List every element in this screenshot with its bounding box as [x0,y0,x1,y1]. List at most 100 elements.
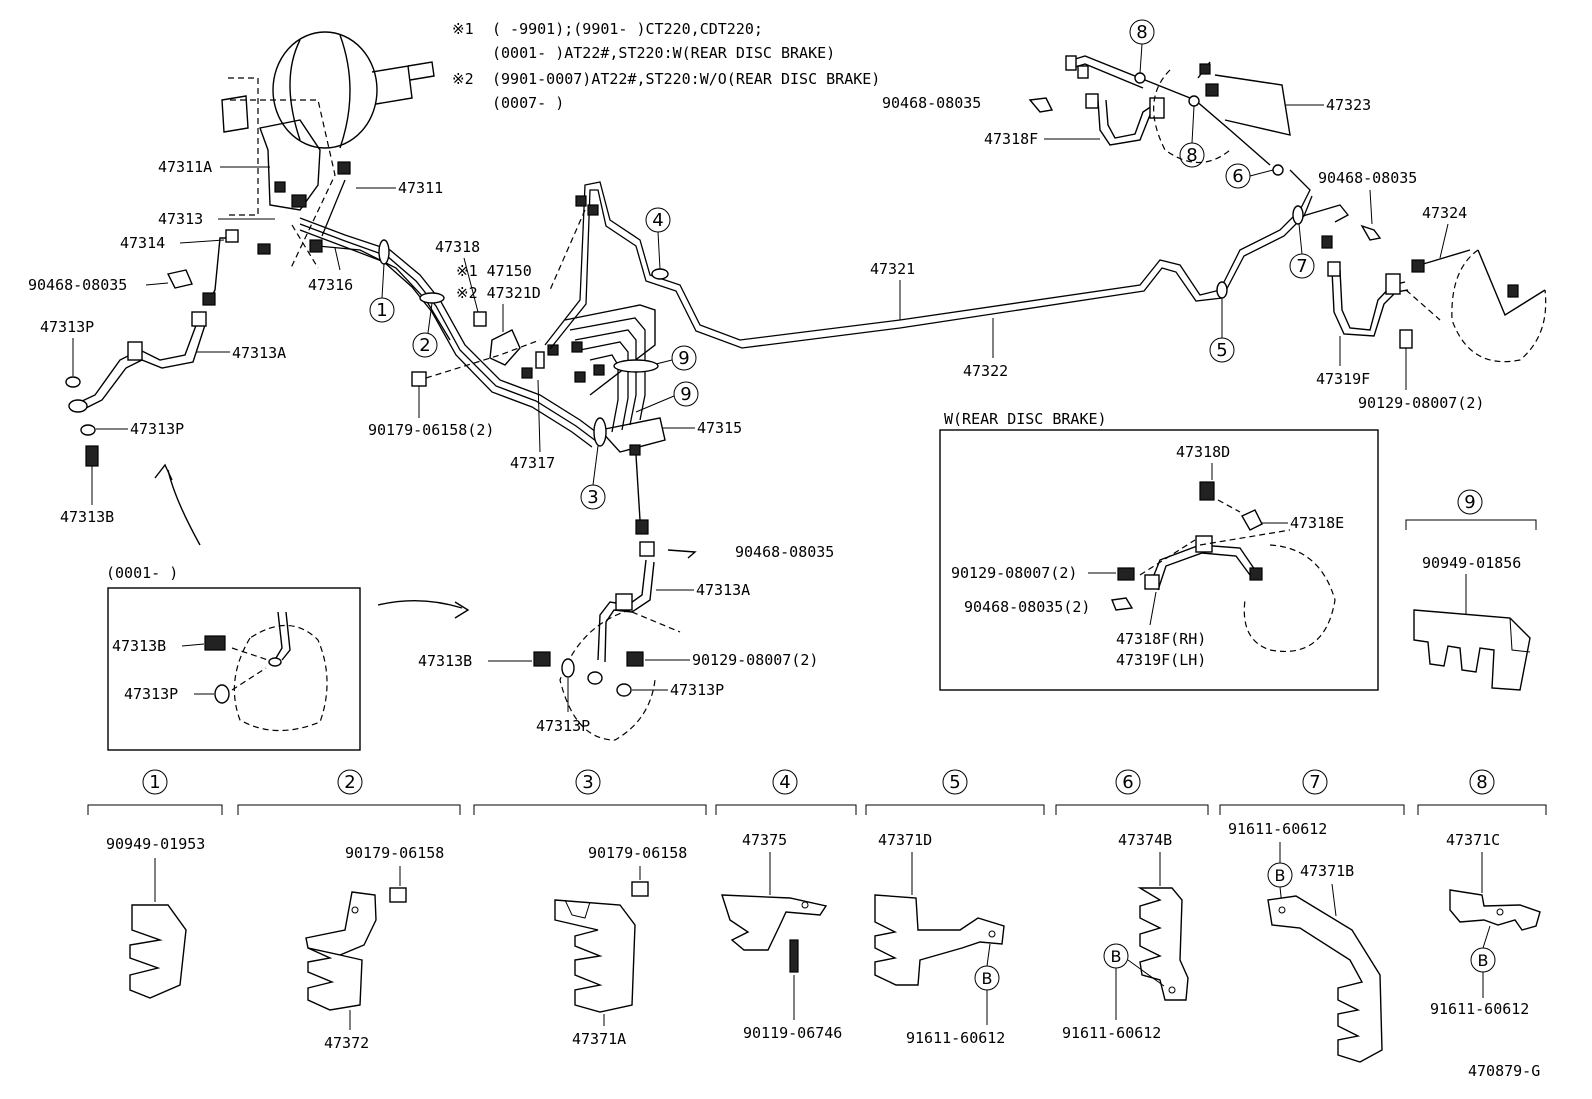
label-47313: 47313 [158,210,203,228]
label-47313P-b: 47313P [130,420,184,438]
clamp-3-part: 47371A [572,1030,626,1048]
part-labels: 47311A 47311 47313 47314 90468-08035 473… [28,94,1484,735]
label-47319F: 47319F [1316,370,1370,388]
label-47324: 47324 [1422,204,1467,222]
label-90129-08007-mid: 90129-08007(2) [692,651,818,669]
svg-text:8: 8 [1186,145,1197,166]
clamp-1-part: 90949-01953 [106,835,205,853]
clamp-2: 2 90179-06158 47372 [237,769,461,1052]
clamp-4-bolt: 90119-06746 [743,1024,842,1042]
svg-text:9: 9 [680,384,691,405]
svg-text:3: 3 [587,487,598,508]
label-90468-08035-inset: 90468-08035(2) [964,598,1090,616]
label-47313P-d: 47313P [536,717,590,735]
label-47316: 47316 [308,276,353,294]
callout-8-top: 8 [1129,19,1155,74]
label-47317: 47317 [510,454,555,472]
label-47313B-b: 47313B [418,652,472,670]
svg-text:7: 7 [1296,256,1307,277]
label-90179-06158-a: 90179-06158(2) [368,421,494,439]
label-47318: 47318 [435,238,480,256]
svg-text:7: 7 [1309,772,1320,793]
svg-text:4: 4 [652,210,663,231]
svg-text:2: 2 [419,335,430,356]
small-parts [154,269,470,619]
callout-9-lower: 9 [635,381,699,413]
inset-right-title: W(REAR DISC BRAKE) [944,410,1107,428]
clamp-4-part: 47375 [742,831,787,849]
svg-text:9: 9 [678,348,689,369]
inset-left-frame [107,587,361,751]
clamp-6-part: 47374B [1118,831,1172,849]
label-47313P-a: 47313P [40,318,94,336]
svg-text:5: 5 [949,772,960,793]
svg-text:1: 1 [149,772,160,793]
note-2-line-2: (0007- ) [492,94,564,112]
label-47313P-c: 47313P [670,681,724,699]
svg-text:9: 9 [1464,492,1475,513]
label-47321D: ※2 47321D [456,284,541,302]
svg-text:2: 2 [344,772,355,793]
label-47323: 47323 [1326,96,1371,114]
label-47311A: 47311A [158,158,212,176]
label-47318F: 47318F [984,130,1038,148]
callout-6: 6 [1225,163,1274,189]
label-47322: 47322 [963,362,1008,380]
label-47313P-inset: 47313P [124,685,178,703]
clamp-1: 1 90949-01953 [87,769,223,999]
label-47313A-a: 47313A [232,344,286,362]
main-callouts: 1 2 3 4 5 6 7 [369,19,1315,510]
note-1-marker: ※1 [452,20,474,38]
notes: ※1 ( -9901);(9901- )CT220,CDT220; (0001-… [452,20,880,112]
brake-booster [221,31,435,271]
label-90468-08035-top: 90468-08035 [882,94,981,112]
callout-8-lower: 8 [1179,105,1205,168]
clamp-8-part: 47371C [1446,831,1500,849]
svg-text:6: 6 [1122,772,1133,793]
label-47313B-a: 47313B [60,508,114,526]
clamp-8-b-letter: B [1478,951,1489,970]
clamp-5: 5 47371D B 91611-60612 [865,769,1045,1047]
svg-text:3: 3 [582,772,593,793]
clamp-5-bolt: 91611-60612 [906,1029,1005,1047]
clamp-5-b-letter: B [982,969,993,988]
callout-7: 7 [1289,223,1315,279]
front-left-hose [65,229,271,467]
svg-text:6: 6 [1232,166,1243,187]
clamp-6: 6 47374B B 91611-60612 [1055,769,1209,1042]
svg-text:8: 8 [1476,772,1487,793]
label-47314: 47314 [120,234,165,252]
clamp-8-bolt: 91611-60612 [1430,1000,1529,1018]
clamp-7-bolt: 91611-60612 [1228,820,1327,838]
valve-pipe-cluster [411,304,666,456]
note-1-line-1: ( -9901);(9901- )CT220,CDT220; [492,20,763,38]
label-47318F-rh: 47318F(RH) [1116,630,1206,648]
note-2-marker: ※2 [452,70,474,88]
label-90949-01856: 90949-01856 [1422,554,1521,572]
callout-9-upper: 9 [655,345,697,371]
inset-left: (0001- ) 47313B 47313P [106,564,361,751]
svg-text:8: 8 [1136,22,1147,43]
note-1-line-2: (0001- )AT22#,ST220:W(REAR DISC BRAKE) [492,44,835,62]
svg-text:5: 5 [1216,340,1227,361]
rear-pipe-run [544,169,1349,350]
clamp-2-bolt: 90179-06158 [345,844,444,862]
label-90129-08007-right: 90129-08007(2) [1358,394,1484,412]
label-47321: 47321 [870,260,915,278]
clamp-3: 3 90179-06158 47371A [473,769,707,1048]
callout-2: 2 [412,302,438,358]
label-90468-08035-a: 90468-08035 [28,276,127,294]
clamp-8: 8 47371C B 91611-60612 [1417,769,1547,1018]
label-47313A-b: 47313A [696,581,750,599]
clamp-7-part: 47371B [1300,862,1354,880]
label-47318D: 47318D [1176,443,1230,461]
clamp-3-bolt: 90179-06158 [588,844,687,862]
clamp-7: 7 91611-60612 B 47371B [1219,769,1405,1063]
rear-right-assembly [1028,55,1291,176]
label-47313B-inset: 47313B [112,637,166,655]
clamp-4: 4 47375 90119-06746 [715,769,857,1042]
label-47319F-lh: 47319F(LH) [1116,651,1206,669]
clamp-7-b-letter: B [1275,866,1286,885]
svg-text:1: 1 [376,300,387,321]
